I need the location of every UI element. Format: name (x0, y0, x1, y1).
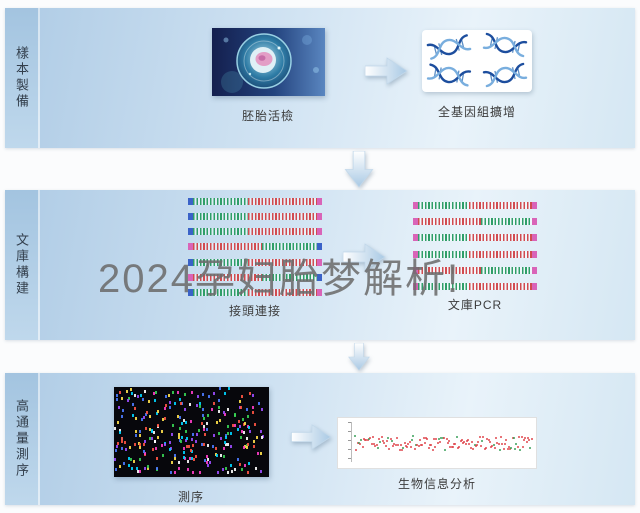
step-caption: 文庫PCR (447, 298, 503, 312)
step-caption: 接頭連接 (228, 304, 281, 318)
dna-strand (188, 243, 322, 251)
flowcell-dots (113, 387, 269, 477)
section-label-text: 高通量測序 (14, 399, 29, 479)
chart-points (354, 422, 533, 464)
step-sequencing: 測序 (111, 387, 271, 505)
dna-strand (188, 273, 322, 281)
embryo-biopsy-image (211, 28, 325, 96)
dna-strand (413, 266, 537, 274)
watermark-text: 2024孕妇胎梦解析! (98, 257, 461, 301)
arrow-down-icon (348, 343, 370, 371)
section-label-text: 樣本製備 (14, 46, 29, 110)
dna-strand (188, 258, 322, 266)
arrow-right-icon (291, 424, 332, 450)
sample-prep-panel: 樣本製備 (5, 8, 635, 148)
arrow-right-icon (343, 243, 386, 271)
section-label-sequencing: 高通量測序 (5, 373, 40, 505)
dna-strand (188, 213, 322, 221)
library-pcr-image (413, 202, 537, 290)
section-label-library-prep: 文庫構建 (5, 190, 40, 340)
step-embryo-biopsy: 胚胎活檢 (203, 28, 333, 124)
y-axis-ticks (348, 422, 352, 462)
adapter-ligation-image (188, 198, 322, 296)
step-caption: 測序 (177, 490, 204, 504)
sequencing-panel: 高通量測序 測序 生物信息分析 (5, 373, 635, 505)
dna-strand (188, 288, 322, 296)
step-caption: 生物信息分析 (397, 477, 476, 491)
dna-strand (413, 234, 537, 242)
step-caption: 胚胎活檢 (241, 109, 294, 123)
dna-strand (413, 218, 537, 226)
arrow-right-icon (365, 57, 408, 85)
arrow-down-icon (344, 151, 374, 188)
dna-strand (188, 228, 322, 236)
flowcell-image (113, 387, 269, 477)
library-prep-panel: 文庫構建 接頭連接 (5, 190, 635, 340)
section-label-sample-prep: 樣本製備 (5, 8, 40, 148)
dna-strand (188, 198, 322, 205)
step-adapter-ligation: 接頭連接 (185, 198, 325, 319)
step-bioinformatics: 生物信息分析 (333, 417, 541, 492)
analysis-chart (337, 417, 537, 469)
step-wga: 全基因組擴增 (415, 30, 539, 120)
step-caption: 全基因組擴增 (437, 105, 516, 119)
dna-strand (413, 250, 537, 258)
dna-helix-image (422, 30, 532, 92)
dna-strand (413, 282, 537, 290)
section-label-text: 文庫構建 (14, 233, 29, 297)
dna-strand (413, 202, 537, 209)
step-library-pcr: 文庫PCR (408, 202, 542, 313)
